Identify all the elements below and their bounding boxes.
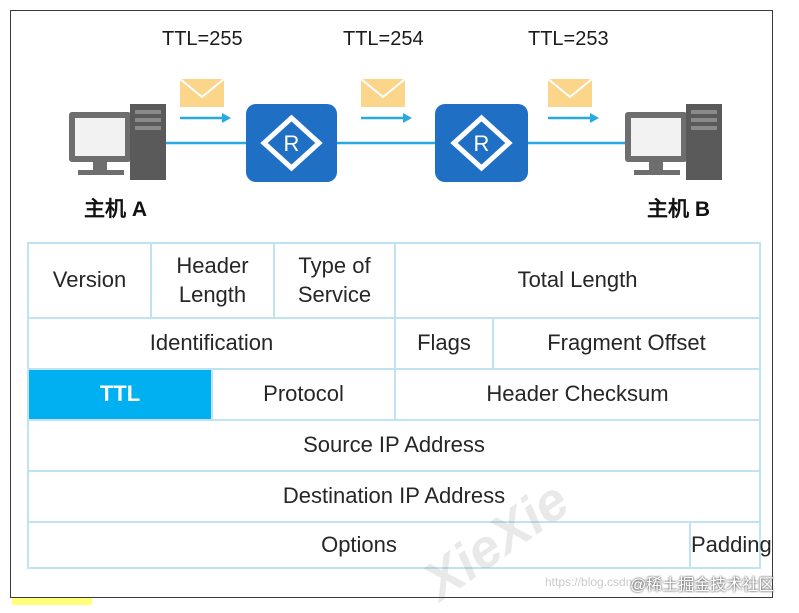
field-header-checksum: Header Checksum [394, 368, 761, 421]
field-destination-ip: Destination IP Address [27, 470, 761, 523]
field-protocol: Protocol [211, 368, 396, 421]
computer-icon-host-a [69, 104, 166, 180]
ttl-label-hop-1: TTL=255 [162, 28, 243, 50]
envelope-icon-1 [179, 78, 225, 107]
network-diagram: R R [69, 78, 722, 182]
field-options: Options [27, 521, 691, 569]
field-total-length: Total Length [394, 242, 761, 319]
ttl-label-hop-3: TTL=253 [528, 28, 609, 50]
field-source-ip: Source IP Address [27, 419, 761, 472]
host-b-label: 主机 B [647, 198, 710, 221]
field-header-length: Header Length [150, 242, 275, 319]
router-2-letter: R [474, 131, 490, 156]
arrow-icon-3 [548, 113, 599, 123]
field-flags: Flags [394, 317, 494, 370]
host-a-label: 主机 A [84, 198, 147, 221]
ttl-label-hop-2: TTL=254 [343, 28, 424, 50]
router-icon-2: R [435, 104, 528, 182]
field-identification: Identification [27, 317, 396, 370]
router-icon-1: R [246, 104, 337, 182]
highlight-strip [12, 598, 92, 605]
ip-header-table: Version Header Length Type of Service To… [27, 242, 772, 569]
field-padding: Padding [689, 521, 772, 569]
faint-url-watermark: https://blog.csdn.net [545, 575, 653, 589]
field-fragment-offset: Fragment Offset [492, 317, 761, 370]
arrow-icon-1 [180, 113, 231, 123]
envelope-icon-2 [360, 78, 406, 107]
router-1-letter: R [284, 131, 300, 156]
field-ttl: TTL [27, 368, 213, 421]
field-version: Version [27, 242, 152, 319]
arrow-icon-2 [361, 113, 412, 123]
envelope-icon-3 [547, 78, 593, 107]
field-type-of-service: Type of Service [273, 242, 396, 319]
source-credit: @稀土掘金技术社区 [630, 577, 775, 594]
computer-icon-host-b [625, 104, 722, 180]
